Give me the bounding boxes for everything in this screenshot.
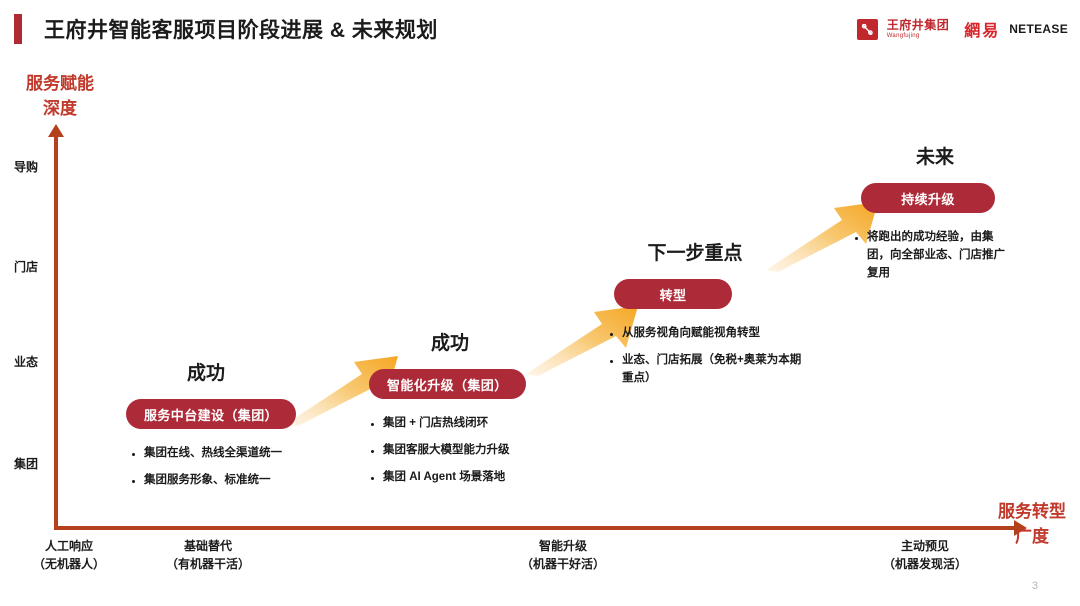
stage-block-1: 成功 服务中台建设（集团） 集团在线、热线全渠道统一 集团服务形象、标准统一	[110, 358, 350, 499]
stage-3-pill[interactable]: 转型	[614, 279, 732, 309]
slide-header: 王府井智能客服项目阶段进展 & 未来规划 王府井集团 Wangfujing 網易…	[0, 0, 1080, 58]
x-tick-zhudong-yujian: 主动预见 （机器发现活）	[862, 537, 988, 573]
x-tick-line1: 智能升级	[538, 539, 587, 553]
stage-2-bullet-2: 集团客服大模型能力升级	[369, 442, 615, 460]
x-tick-rengong-xiangying: 人工响应 （无机器人）	[10, 537, 128, 573]
stage-block-4: 未来 持续升级 将跑出的成功经验，由集团，向全部业态、门店推广复用	[845, 142, 1075, 291]
y-axis-line	[54, 133, 58, 530]
x-axis-arrowhead	[1014, 520, 1027, 536]
x-tick-line2: （机器发现活）	[882, 557, 967, 571]
y-tick-jituan: 集团	[14, 457, 39, 471]
stage-3-bullet-1: 从服务视角向赋能视角转型	[608, 325, 804, 343]
wangfujing-name-en: Wangfujing	[886, 33, 920, 39]
x-axis-title: 服务转型 广度	[984, 500, 1080, 549]
stage-block-2: 成功 智能化升级（集团） 集团 + 门店热线闭环 集团客服大模型能力升级 集团 …	[355, 328, 615, 495]
page-title: 王府井智能客服项目阶段进展 & 未来规划	[44, 19, 438, 42]
x-tick-line1: 主动预见	[900, 539, 949, 553]
stage-1-bullet-2: 集团服务形象、标准统一	[130, 472, 350, 490]
y-axis-arrowhead	[48, 124, 64, 137]
title-accent-bar	[14, 14, 22, 44]
x-axis-line	[54, 526, 1019, 530]
stage-3-bullet-2: 业态、门店拓展（免税+奥莱为本期重点）	[608, 352, 804, 388]
x-tick-line2: （无机器人）	[32, 557, 105, 571]
x-tick-line1: 人工响应	[44, 539, 93, 553]
stage-2-bullet-1: 集团 + 门店热线闭环	[369, 415, 615, 433]
stage-3-heading: 下一步重点	[647, 243, 743, 264]
y-axis-title-line2: 深度	[43, 98, 77, 118]
x-tick-line2: （机器干好活）	[520, 557, 605, 571]
x-tick-jichu-tidai: 基础替代 （有机器干活）	[145, 537, 271, 573]
stage-3-bullets: 从服务视角向赋能视角转型 业态、门店拓展（免税+奥莱为本期重点）	[608, 325, 804, 387]
wangfujing-name-cn: 王府井集团	[886, 18, 950, 32]
x-axis-title-line1: 服务转型	[998, 502, 1066, 521]
x-axis-title-line2: 广度	[1015, 526, 1049, 546]
y-tick-mendian: 门店	[14, 260, 39, 274]
netease-name-en: NETEASE	[1009, 22, 1068, 36]
stage-4-bullet-1: 将跑出的成功经验，由集团，向全部业态、门店推广复用	[853, 229, 1013, 282]
page-number: 3	[1031, 580, 1038, 592]
stage-1-heading: 成功	[186, 363, 225, 384]
y-axis-title-line1: 服务赋能	[26, 74, 94, 93]
wangfujing-wordmark: 王府井集团 Wangfujing	[887, 19, 950, 39]
netease-name-cn: 網易	[964, 23, 1001, 40]
stage-2-bullet-3: 集团 AI Agent 场景落地	[369, 469, 615, 487]
stage-2-heading: 成功	[430, 333, 469, 354]
y-tick-daogou: 导购	[14, 160, 39, 174]
y-tick-yetai: 业态	[14, 355, 39, 369]
stage-4-heading: 未来	[915, 147, 954, 168]
stage-1-pill[interactable]: 服务中台建设（集团）	[126, 399, 297, 429]
y-axis-title: 服务赋能 深度	[4, 72, 116, 121]
stage-4-bullets: 将跑出的成功经验，由集团，向全部业态、门店推广复用	[853, 229, 1013, 282]
stage-1-bullet-1: 集团在线、热线全渠道统一	[130, 445, 350, 463]
stage-1-bullets: 集团在线、热线全渠道统一 集团服务形象、标准统一	[130, 445, 350, 490]
x-tick-zhineng-shengji: 智能升级 （机器干好活）	[500, 537, 626, 573]
stage-block-3: 下一步重点 转型 从服务视角向赋能视角转型 业态、门店拓展（免税+奥莱为本期重点…	[600, 238, 860, 396]
stage-4-pill[interactable]: 持续升级	[861, 183, 995, 213]
stage-2-bullets: 集团 + 门店热线闭环 集团客服大模型能力升级 集团 AI Agent 场景落地	[369, 415, 615, 486]
x-tick-line1: 基础替代	[183, 539, 232, 553]
wangfujing-logo-icon	[856, 18, 878, 40]
x-tick-line2: （有机器干活）	[165, 557, 250, 571]
stage-2-pill[interactable]: 智能化升级（集团）	[369, 369, 526, 399]
logo-cluster: 王府井集团 Wangfujing 網易 NETEASE	[856, 14, 1068, 44]
